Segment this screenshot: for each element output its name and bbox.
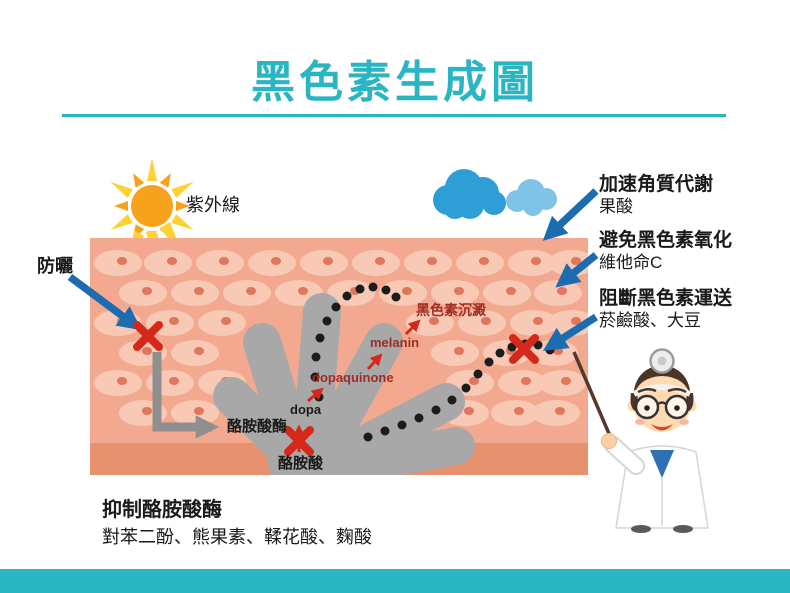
block-transport-sub: 菸鹼酸、大豆 <box>599 311 701 330</box>
gray-arrow-tyrosinase <box>152 352 220 439</box>
accelerate-arrow <box>542 188 599 241</box>
doctor-character <box>572 348 709 533</box>
title-underline <box>62 114 726 117</box>
antioxidant-title: 避免黑色素氧化 <box>599 230 733 251</box>
doctor-hair <box>633 365 691 399</box>
inhibit-title: 抑制酪胺酸酶 <box>102 499 222 521</box>
accelerate-title: 加速角質代謝 <box>599 174 714 195</box>
dopa-label: dopa <box>290 402 322 417</box>
melanin-label: melanin <box>370 335 420 350</box>
dopaquinone-label: dopaquinone <box>312 370 394 385</box>
block-transport-title: 阻斷黑色素運送 <box>599 288 733 309</box>
uv-label: 紫外線 <box>186 195 240 215</box>
block-transport-arrow <box>542 313 599 351</box>
antioxidant-arrow <box>555 252 599 288</box>
inhibit-sub: 對苯二酚、熊果素、鞣花酸、麴酸 <box>102 527 372 547</box>
accelerate-sub: 果酸 <box>599 197 633 216</box>
sunscreen-arrow <box>67 273 142 331</box>
page-title: 黑色素生成圖 <box>251 58 539 107</box>
deposit-label: 黑色素沉澱 <box>416 302 486 318</box>
antioxidant-sub: 維他命C <box>599 253 663 272</box>
footer-bar <box>0 569 790 593</box>
sunscreen-label: 防曬 <box>37 256 73 276</box>
annotation-arrows <box>67 188 599 351</box>
tyrosine-label: 酪胺酸 <box>278 455 324 472</box>
tyrosinase-label: 酪胺酸酶 <box>227 418 288 435</box>
clouds-icon <box>433 169 557 219</box>
